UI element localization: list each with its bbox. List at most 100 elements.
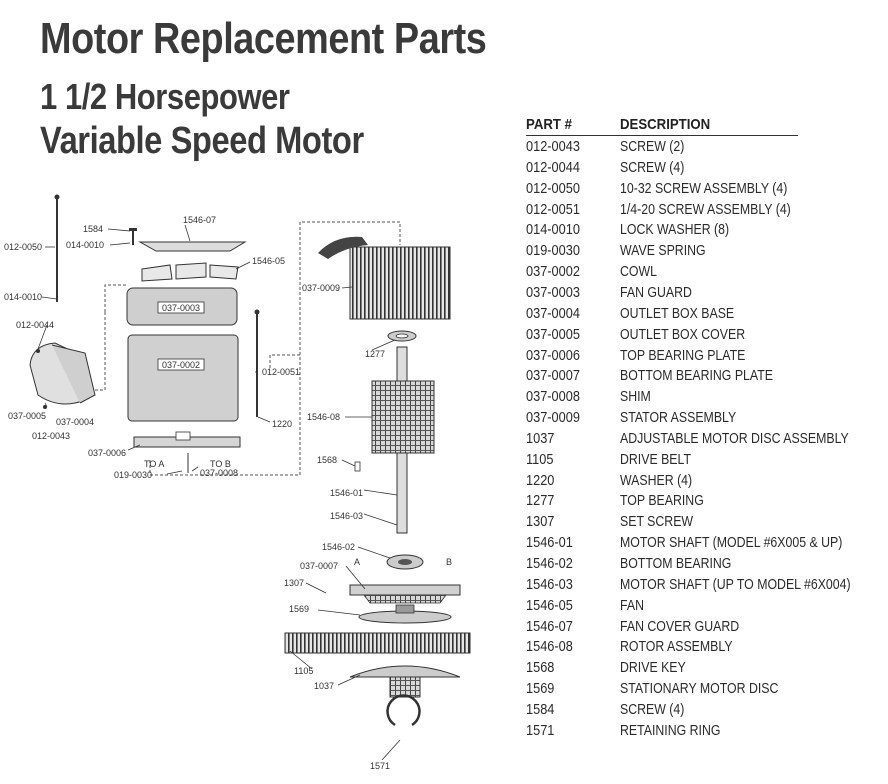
part-description: SCREW (4) [620, 159, 685, 176]
part-number: 1546-02 [526, 556, 573, 572]
part-description: DRIVE KEY [620, 660, 686, 677]
callout-037-0007: 037-0007 [300, 561, 338, 571]
callout-1037: 1037 [314, 681, 334, 691]
part-number: 1546-08 [526, 639, 573, 656]
part-description: TOP BEARING [620, 493, 704, 510]
part-number: 037-0006 [526, 347, 580, 364]
part-number: 037-0007 [526, 368, 580, 385]
part-number: 012-0051 [526, 201, 580, 218]
callout-037-0002: 037-0002 [162, 360, 200, 370]
screw-assembly-012-0051 [254, 309, 260, 417]
callout-1220: 1220 [272, 419, 292, 429]
part-description: RETAINING RING [620, 722, 721, 739]
page-title: Motor Replacement Parts [40, 14, 487, 63]
part-description: LOCK WASHER (8) [620, 222, 730, 239]
part-number: 1584 [526, 701, 555, 718]
callout-1277: 1277 [365, 349, 385, 359]
part-number: 1568 [526, 660, 555, 677]
part-number: 1105 [526, 451, 554, 468]
part-description: ADJUSTABLE MOTOR DISC ASSEMBLY [620, 430, 849, 447]
part-number: 1571 [526, 722, 555, 739]
page-subtitle-horsepower: 1 1/2 Horsepower [40, 76, 290, 117]
part-number: 037-0008 [526, 389, 580, 406]
callout-1105: 1105 [294, 666, 313, 676]
callout-014-0010-left: 014-0010 [4, 292, 42, 302]
callout-037-0006: 037-0006 [88, 448, 126, 458]
callout-012-0051: 012-0051 [262, 367, 300, 377]
part-description: BOTTOM BEARING [620, 556, 732, 572]
label-to-b: TO B [210, 459, 231, 469]
callout-012-0044: 012-0044 [16, 320, 54, 330]
callout-014-0010-top: 014-0010 [66, 240, 104, 250]
part-description: COWL [620, 264, 657, 281]
callout-037-0008: 037-0008 [200, 468, 238, 478]
label-to-a: TO A [144, 459, 164, 469]
part-description: OUTLET BOX COVER [620, 326, 746, 343]
part-number: 1220 [526, 472, 555, 489]
fan-shape [141, 262, 239, 282]
callout-012-0050: 012-0050 [4, 242, 42, 252]
callout-1546-08: 1546-08 [307, 412, 340, 422]
callout-1584: 1584 [83, 224, 103, 234]
callout-1571: 1571 [370, 761, 390, 771]
drive-belt-shape [284, 632, 471, 654]
mark-b: B [446, 557, 452, 567]
page-subtitle-motor: Variable Speed Motor [40, 120, 364, 162]
callout-037-0004: 037-0004 [56, 417, 94, 427]
part-number: 1546-01 [526, 535, 573, 552]
part-number: 037-0009 [526, 410, 580, 427]
retaining-ring-shape [386, 694, 421, 727]
callout-037-0003: 037-0003 [162, 303, 200, 313]
screw-assembly-012-0050 [54, 194, 60, 302]
part-description: TOP BEARING PLATE [620, 347, 746, 364]
callout-1546-03: 1546-03 [330, 511, 363, 521]
part-description: SCREW (4) [620, 701, 685, 718]
callout-012-0043: 012-0043 [32, 431, 70, 441]
callout-1307: 1307 [284, 578, 304, 588]
part-number: 1037 [526, 430, 555, 447]
part-description: OUTLET BOX BASE [620, 305, 735, 322]
part-number: 1546-03 [526, 576, 573, 593]
outlet-box-shape [29, 342, 96, 409]
part-number: 1277 [526, 493, 555, 510]
part-description: SCREW (2) [620, 139, 685, 155]
adjustable-motor-disc-shape [349, 665, 461, 698]
stator-assembly-shape [349, 246, 451, 320]
top-bearing-plate-shape [133, 436, 241, 448]
part-number: 1307 [526, 514, 555, 531]
part-description: BOTTOM BEARING PLATE [620, 368, 773, 385]
part-number: 012-0050 [526, 180, 580, 197]
cowl-shape [127, 334, 239, 422]
callout-1546-01: 1546-01 [330, 488, 363, 498]
part-description: FAN COVER GUARD [620, 618, 740, 635]
bottom-bearing-plate-shape [349, 584, 461, 604]
part-number: 037-0002 [526, 264, 580, 281]
part-number: 019-0030 [526, 243, 580, 260]
part-description: WAVE SPRING [620, 243, 706, 260]
callout-1568: 1568 [317, 455, 337, 465]
part-description: DRIVE BELT [620, 451, 692, 468]
fan-cover-guard-shape [138, 241, 247, 252]
part-number: 037-0004 [526, 305, 580, 322]
part-description: SET SCREW [620, 514, 694, 531]
part-description: 1/4-20 SCREW ASSEMBLY (4) [620, 201, 791, 218]
screw-1584 [129, 228, 137, 245]
part-description: MOTOR SHAFT (UP TO MODEL #6X004) [620, 576, 851, 593]
callout-1546-02: 1546-02 [322, 542, 355, 552]
part-number: 1569 [526, 681, 555, 698]
callout-037-0005: 037-0005 [8, 411, 46, 421]
mark-a: A [354, 557, 360, 567]
callout-037-0009: 037-0009 [302, 283, 340, 293]
column-header-description: DESCRIPTION [620, 116, 711, 133]
part-description: ROTOR ASSEMBLY [620, 639, 733, 656]
header-divider [526, 135, 798, 136]
part-description: WASHER (4) [620, 472, 693, 489]
part-description: FAN GUARD [620, 284, 692, 301]
part-description: 10-32 SCREW ASSEMBLY (4) [620, 180, 788, 197]
part-description: STATIONARY MOTOR DISC [620, 681, 779, 698]
column-header-part: PART # [526, 116, 572, 133]
callout-1546-07: 1546-07 [183, 215, 216, 225]
callout-1569: 1569 [289, 604, 309, 614]
part-description: STATOR ASSEMBLY [620, 410, 737, 427]
part-number: 037-0005 [526, 326, 580, 343]
